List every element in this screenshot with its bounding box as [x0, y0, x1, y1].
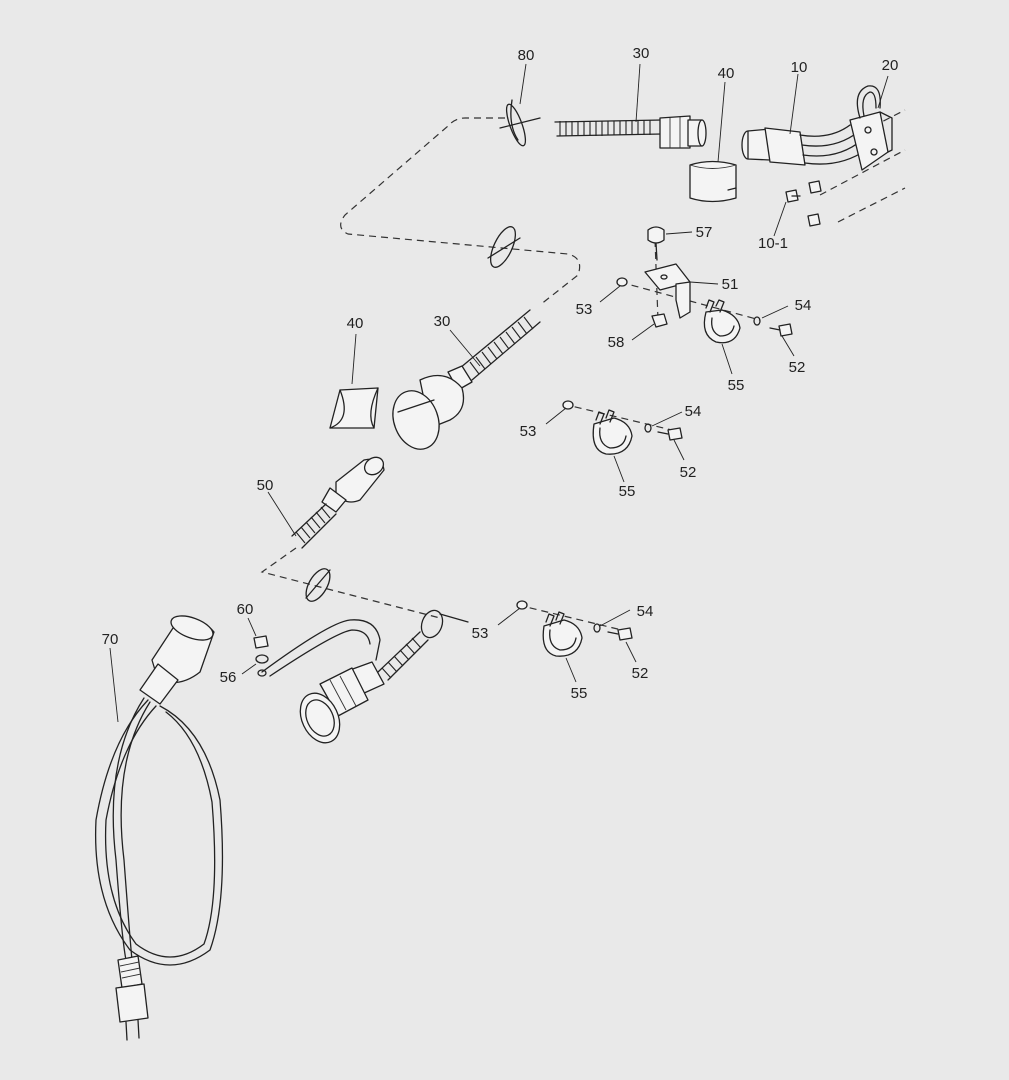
cable-tie-lower — [305, 568, 331, 602]
label-55-a: 55 — [728, 377, 745, 394]
washer-54-upper — [753, 316, 761, 326]
cable-tie-routing — [487, 226, 521, 268]
washer-54-middle — [644, 423, 652, 433]
routing-path-middle — [260, 547, 441, 619]
bracket-51 — [644, 263, 691, 319]
label-70: 70 — [102, 631, 119, 648]
sleeve-40-top — [689, 160, 737, 203]
label-30-top: 30 — [633, 45, 650, 62]
label-54-a: 54 — [795, 297, 812, 314]
cable-plug-assembly — [261, 619, 429, 744]
label-80: 80 — [518, 47, 535, 64]
leader-lines — [109, 63, 889, 723]
routing-path-upper — [340, 117, 581, 306]
label-57: 57 — [696, 224, 713, 241]
label-54-b: 54 — [685, 403, 702, 420]
screw-10-1-c — [807, 213, 821, 227]
washer-56 — [255, 654, 269, 677]
label-10: 10 — [791, 59, 808, 76]
label-58: 58 — [608, 334, 625, 351]
clamp-55-middle — [592, 409, 633, 455]
nut-60 — [253, 635, 269, 649]
nut-53-b — [562, 400, 574, 410]
sleeve-40-middle — [329, 387, 379, 429]
nut-53-c — [516, 600, 528, 610]
screw-52-lower — [607, 627, 633, 641]
label-55-c: 55 — [571, 685, 588, 702]
corrugated-hose-30-top — [554, 115, 707, 149]
screw-52-middle — [657, 427, 683, 441]
label-52-c: 52 — [632, 665, 649, 682]
label-20: 20 — [882, 57, 899, 74]
screw-10-1-b — [808, 180, 822, 194]
clamp-55-lower — [542, 611, 583, 657]
label-30-middle: 30 — [434, 313, 451, 330]
part-labels: 80 30 40 10 20 10-1 57 51 53 58 54 52 55… — [102, 45, 899, 702]
handle-flange-20 — [849, 85, 893, 171]
screw-10-1-a — [785, 189, 801, 203]
label-55-b: 55 — [619, 483, 636, 500]
label-51: 51 — [722, 276, 739, 293]
label-40-middle: 40 — [347, 315, 364, 332]
label-10-1: 10-1 — [758, 235, 788, 252]
label-60: 60 — [237, 601, 254, 618]
label-54-c: 54 — [637, 603, 654, 620]
bolt-57 — [647, 226, 665, 261]
label-40-top: 40 — [718, 65, 735, 82]
label-52-a: 52 — [789, 359, 806, 376]
socket-hose-50 — [291, 456, 385, 549]
screw-52-upper — [769, 323, 793, 337]
connector-housing-10 — [741, 124, 867, 166]
label-53-b: 53 — [520, 423, 537, 440]
clamp-55-upper — [703, 299, 741, 344]
label-50: 50 — [257, 477, 274, 494]
cable-tie-80 — [499, 99, 541, 147]
corrugated-hose-30-middle — [392, 309, 541, 450]
label-52-b: 52 — [680, 464, 697, 481]
washer-54-lower — [593, 623, 601, 633]
nut-53-a — [616, 277, 628, 287]
cable-tie-hose-lower — [420, 609, 469, 639]
nut-58 — [651, 313, 668, 328]
label-53-a: 53 — [576, 301, 593, 318]
label-53-c: 53 — [472, 625, 489, 642]
label-56: 56 — [220, 669, 237, 686]
power-cord-70 — [94, 615, 224, 1041]
